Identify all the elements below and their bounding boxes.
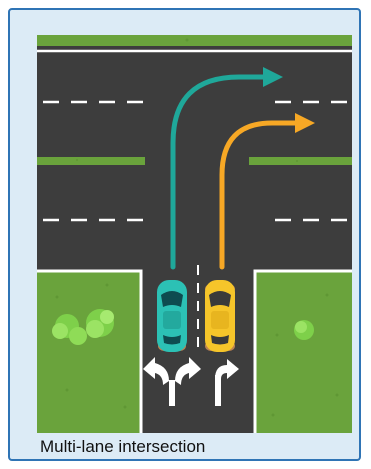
teal-car <box>157 280 187 352</box>
figure-caption: Multi-lane intersection <box>40 437 205 457</box>
top-grass-strip <box>37 35 352 46</box>
figure-card: Multi-lane intersection <box>8 8 361 461</box>
bush-right <box>294 320 314 340</box>
bottom-right-grass <box>255 271 352 433</box>
median-left <box>37 157 145 165</box>
bottom-left-grass <box>37 271 141 433</box>
median-right <box>249 157 352 165</box>
intersection-illustration <box>37 35 352 433</box>
yellow-car <box>205 280 235 352</box>
